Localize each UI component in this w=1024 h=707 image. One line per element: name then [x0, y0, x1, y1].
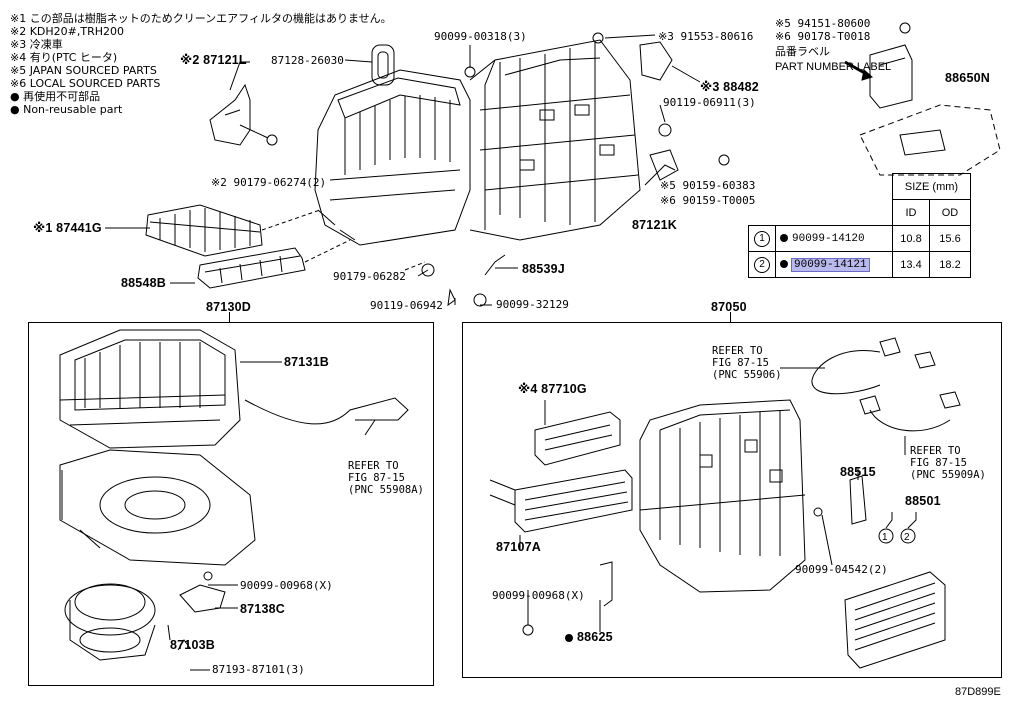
evaporator-drawing [844, 571, 946, 669]
size-od-2: 18.2 [929, 251, 971, 278]
note-1: ※1 この部品は樹脂ネットのためクリーンエアフィルタの機能はありません。 [10, 12, 392, 25]
size-row-2: 2 90099-14121 13.4 18.2 [748, 251, 971, 278]
part-label-90099-32129[interactable]: 90099-32129 [496, 298, 569, 311]
part-label-87121L[interactable]: ※2 87121L [180, 53, 247, 67]
section-box-87050 [462, 322, 1002, 678]
part-label-88548B[interactable]: 88548B [121, 276, 166, 290]
non-reusable-dot [780, 259, 788, 268]
part-label-87103B[interactable]: 87103B [170, 638, 215, 652]
part-number-label-jp: 品番ラベル [775, 45, 830, 58]
row-number-2: 2 [754, 256, 770, 273]
heater-core-drawing [514, 469, 633, 533]
part-label-90099-04542[interactable]: 90099-04542(2) [795, 563, 888, 576]
note-3: ※3 冷凍車 [10, 38, 63, 51]
part-label-90159-T0005[interactable]: ※6 90159-T0005 [660, 194, 756, 207]
figure-id: 87D899E [955, 686, 1001, 698]
part-label-91553-80616[interactable]: ※3 91553-80616 [658, 30, 754, 43]
size-part-2-highlighted[interactable]: 90099-14121 [791, 257, 870, 272]
part-label-88625[interactable]: 88625 [565, 630, 613, 644]
part-label-87128-26030[interactable]: 87128-26030 [271, 54, 344, 67]
size-col-od: OD [929, 199, 971, 226]
part-label-87710G[interactable]: ※4 87710G [518, 382, 587, 396]
note-2: ※2 KDH20#,TRH200 [10, 25, 125, 38]
size-id-2: 13.4 [892, 251, 930, 278]
size-part-1[interactable]: 90099-14120 [792, 232, 865, 245]
part-label-87050[interactable]: 87050 [711, 300, 747, 314]
grommet-drawing [371, 44, 395, 86]
non-reusable-dot [565, 633, 573, 642]
part-label-90099-00318[interactable]: 90099-00318(3) [434, 30, 527, 43]
part-label-90178-T0018[interactable]: ※6 90178-T0018 [775, 30, 871, 43]
part-number-label-en: PART NUMBER LABEL [775, 61, 892, 73]
part-label-90119-06911[interactable]: 90119-06911(3) [663, 96, 756, 109]
blower-assembly-drawing [59, 329, 256, 661]
part-label-90099-00968-right[interactable]: 90099-00968(X) [492, 589, 585, 602]
note-8: ● Non-reusable part [10, 103, 123, 116]
part-label-87441G[interactable]: ※1 87441G [33, 221, 102, 235]
sensor-wire-1 [811, 350, 881, 395]
svg-text:2: 2 [904, 532, 910, 543]
part-label-88515[interactable]: 88515 [840, 465, 876, 479]
hvac-unit-upper-drawing [314, 39, 641, 246]
size-col-id: ID [892, 199, 930, 226]
non-reusable-dot [780, 233, 788, 242]
note-4: ※4 有り(PTC ヒータ) [10, 51, 118, 64]
filter-drawing [145, 204, 263, 257]
part-label-94151-80600[interactable]: ※5 94151-80600 [775, 17, 871, 30]
refer-note-55906[interactable]: REFER TO FIG 87-15 (PNC 55906) [712, 345, 782, 381]
note-7: ● 再使用不可部品 [10, 90, 101, 103]
heater-unit-drawing [639, 399, 806, 593]
relay-drawing [639, 41, 673, 81]
svg-text:1: 1 [882, 532, 888, 543]
part-label-87107A[interactable]: 87107A [496, 540, 541, 554]
size-table: SIZE (mm) ID OD 1 90099-14120 10.8 15.6 … [748, 173, 971, 278]
part-label-87193-87101[interactable]: 87193-87101(3) [212, 663, 305, 676]
part-label-90179-06274[interactable]: ※2 90179-06274(2) [211, 176, 327, 189]
size-row-1: 1 90099-14120 10.8 15.6 [748, 225, 971, 252]
size-od-1: 15.6 [929, 225, 971, 252]
part-label-87130D[interactable]: 87130D [206, 300, 251, 314]
dust-filter-drawing [197, 247, 306, 289]
note-6: ※6 LOCAL SOURCED PARTS [10, 77, 161, 90]
part-label-88501[interactable]: 88501 [905, 494, 941, 508]
section-box-87130D [28, 322, 434, 686]
part-label-87131B[interactable]: 87131B [284, 355, 329, 369]
part-label-88650N[interactable]: 88650N [945, 71, 990, 85]
part-label-90179-06282[interactable]: 90179-06282 [333, 270, 406, 283]
wire-harness-1 [244, 397, 409, 425]
amplifier-drawing [869, 44, 913, 109]
note-5: ※5 JAPAN SOURCED PARTS [10, 64, 157, 77]
row-number-1: 1 [754, 230, 770, 247]
size-header: SIZE (mm) [892, 173, 971, 200]
refer-note-55909A[interactable]: REFER TO FIG 87-15 (PNC 55909A) [910, 445, 986, 481]
part-label-88482[interactable]: ※3 88482 [700, 80, 759, 94]
size-id-1: 10.8 [892, 225, 930, 252]
ptc-heater-drawing [534, 411, 621, 466]
part-label-88539J[interactable]: 88539J [522, 262, 565, 276]
part-label-87138C[interactable]: 87138C [240, 602, 285, 616]
part-label-90119-06942[interactable]: 90119-06942 [370, 299, 443, 312]
refer-note-55908A[interactable]: REFER TO FIG 87-15 (PNC 55908A) [348, 460, 424, 496]
part-label-90159-60383[interactable]: ※5 90159-60383 [660, 179, 756, 192]
part-label-87121K[interactable]: 87121K [632, 218, 677, 232]
part-label-90099-00968-left[interactable]: 90099-00968(X) [240, 579, 333, 592]
